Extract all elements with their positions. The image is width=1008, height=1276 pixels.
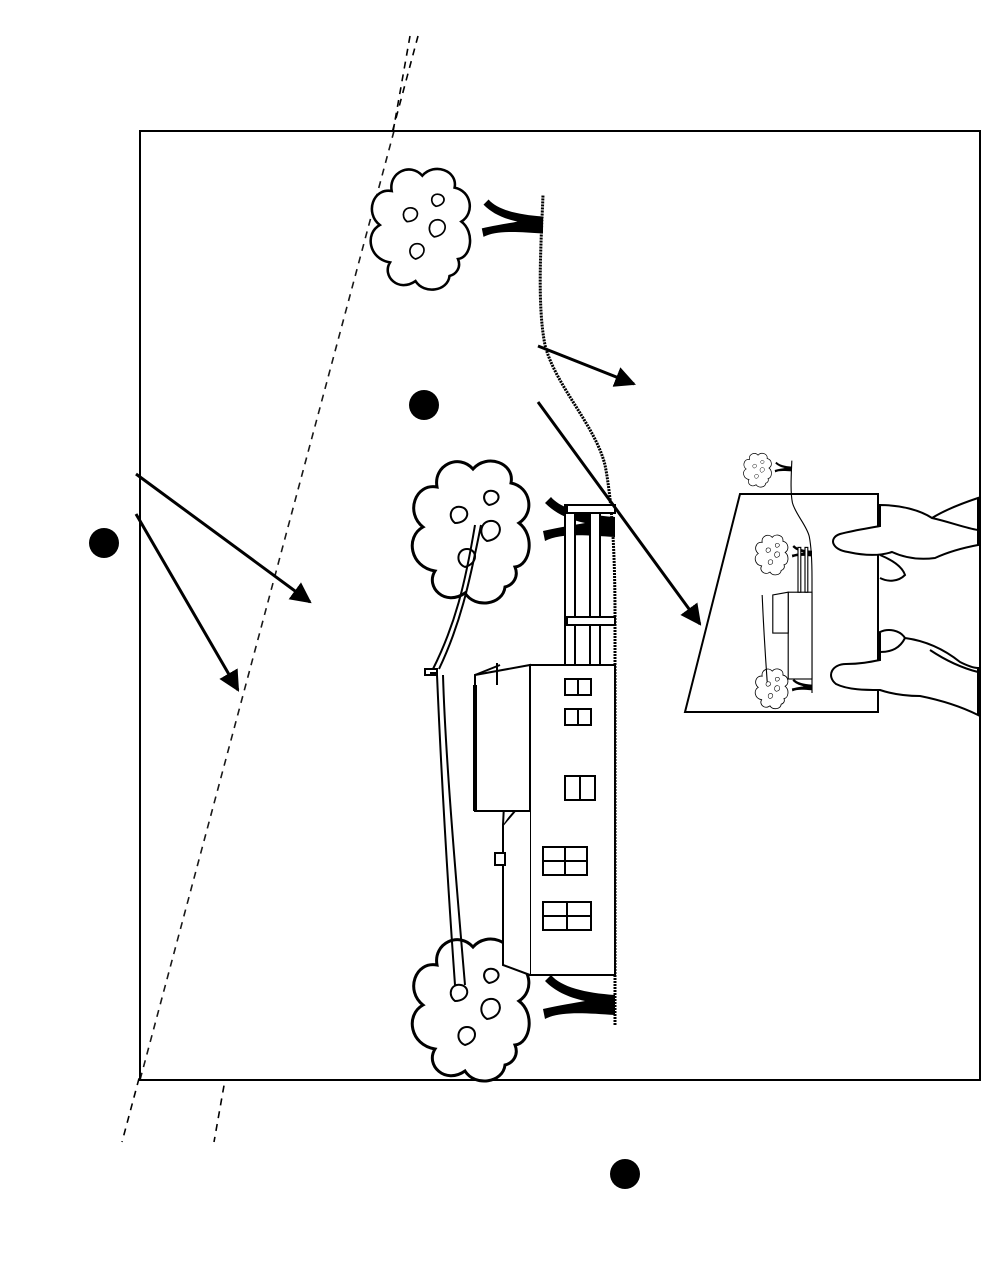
callout-marker-2 — [409, 390, 439, 420]
callout-marker-3 — [610, 1159, 640, 1189]
callout-marker-1 — [89, 528, 119, 558]
